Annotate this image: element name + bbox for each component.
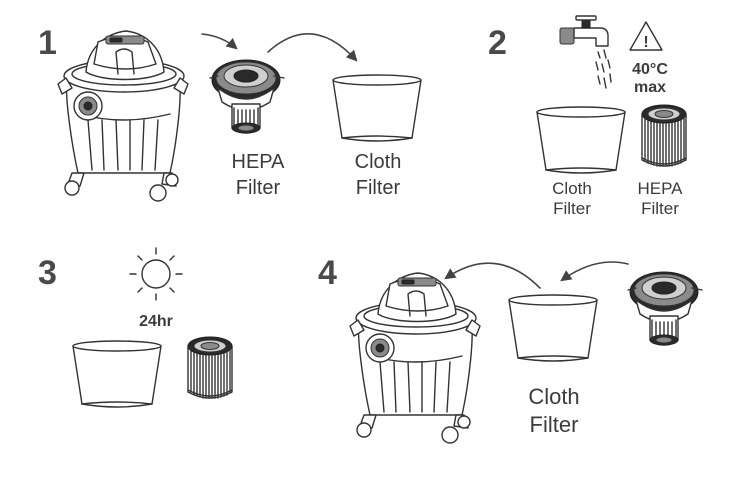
- sun-icon: [129, 247, 183, 301]
- cloth-filter-icon: [72, 340, 162, 408]
- cloth-filter-icon: [332, 74, 422, 142]
- step-3: 3 24hr: [38, 247, 233, 408]
- cloth-label-line2: Filter: [553, 199, 591, 218]
- hepa-label-line1: HEPA: [232, 151, 286, 173]
- warning-triangle-icon: !: [629, 21, 663, 51]
- step-1: 1 HEPA Filter Cloth Filter: [38, 24, 422, 202]
- cloth-filter-icon: [508, 294, 598, 362]
- svg-text:!: !: [643, 34, 648, 51]
- drying-time: 24hr: [139, 313, 173, 330]
- curved-arrow-icon: [444, 262, 541, 289]
- hepa-filter-icon: [627, 271, 703, 346]
- curved-arrow-icon: [201, 33, 238, 50]
- curved-arrow-icon: [267, 33, 358, 62]
- water-tap-icon: [559, 15, 612, 89]
- hepa-label-line2: Filter: [641, 199, 679, 218]
- step-2: 2 ! 40°C max Cloth Filter HEPA Filter: [488, 15, 687, 218]
- hepa-label-line2: Filter: [236, 177, 281, 199]
- step-1-number: 1: [38, 24, 57, 62]
- hepa-filter-icon: [209, 59, 285, 134]
- hepa-filter-icon: [187, 336, 233, 399]
- temp-limit-line1: 40°C: [632, 61, 668, 78]
- cloth-label-line1: Cloth: [552, 179, 592, 198]
- wet-dry-vacuum-icon: [349, 272, 481, 444]
- wet-dry-vacuum-icon: [57, 30, 189, 202]
- cloth-label-line1: Cloth: [528, 384, 579, 409]
- step-4-number: 4: [318, 254, 337, 292]
- temp-limit-line2: max: [634, 79, 666, 96]
- step-2-number: 2: [488, 24, 507, 62]
- hepa-label-line1: HEPA: [637, 179, 683, 198]
- cloth-label-line2: Filter: [356, 177, 401, 199]
- cloth-label-line1: Cloth: [355, 151, 402, 173]
- cloth-filter-icon: [536, 106, 626, 174]
- step-3-number: 3: [38, 254, 57, 292]
- hepa-filter-icon: [641, 104, 687, 167]
- curved-arrow-icon: [560, 261, 629, 282]
- cloth-label-line2: Filter: [530, 412, 579, 437]
- step-4: 4 Cloth Filter: [318, 254, 703, 444]
